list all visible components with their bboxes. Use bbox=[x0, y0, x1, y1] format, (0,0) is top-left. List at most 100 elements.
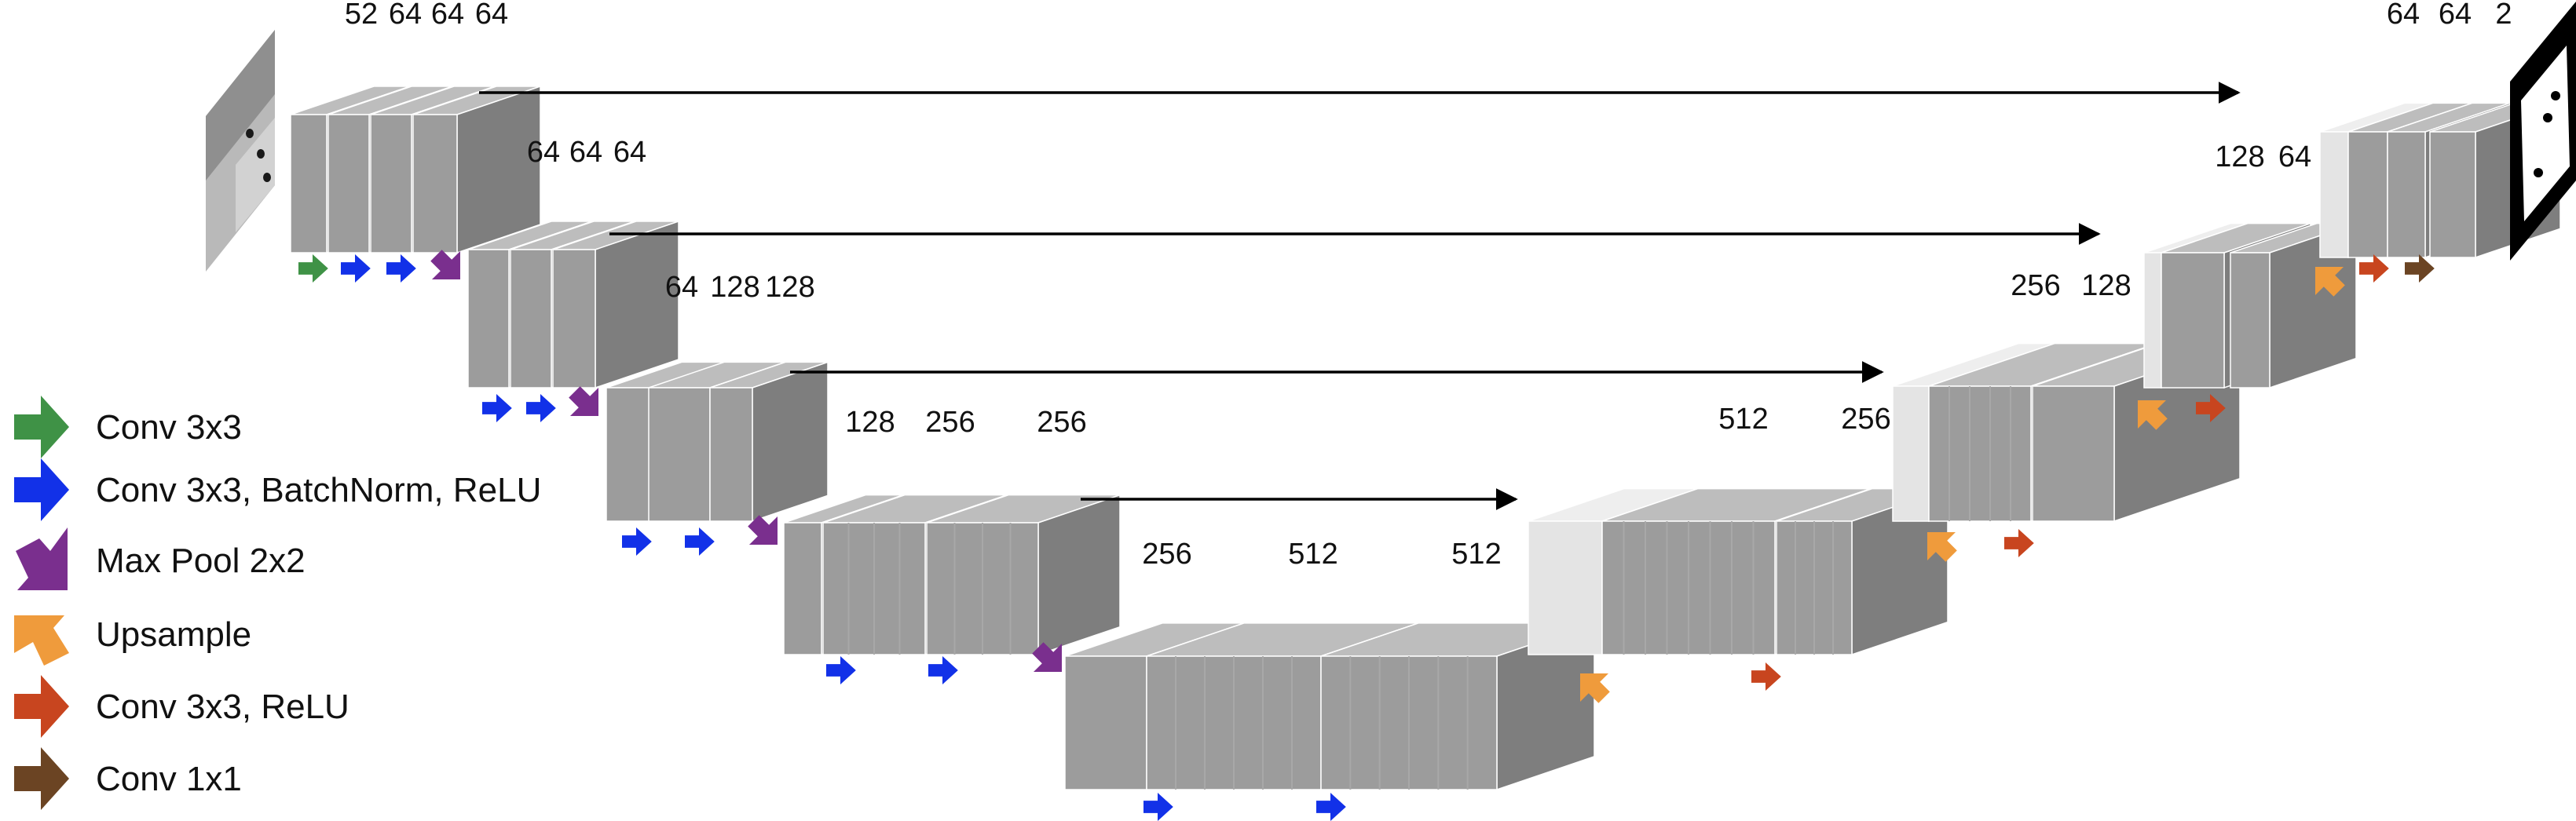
channel-count-label: 64 bbox=[2439, 0, 2472, 31]
feature-map-block bbox=[552, 220, 679, 389]
channel-count-label: 64 bbox=[527, 136, 560, 169]
operation-arrows bbox=[298, 250, 2435, 821]
feature-map-block bbox=[1776, 487, 1948, 656]
input-image-dark-region bbox=[206, 30, 275, 181]
legend-item: Conv 3x3 bbox=[14, 396, 242, 458]
feature-map-block bbox=[412, 85, 541, 254]
conv-bn-relu-arrow-icon bbox=[826, 656, 856, 684]
input-image bbox=[206, 30, 275, 272]
channel-count-label: 512 bbox=[1718, 403, 1768, 436]
legend-label: Max Pool 2x2 bbox=[96, 542, 306, 580]
block-side-face bbox=[456, 85, 541, 254]
block-side-face bbox=[752, 361, 829, 523]
legend-item: Conv 3x3, ReLU bbox=[14, 675, 349, 738]
channel-count-label: 64 bbox=[613, 136, 646, 169]
legend-label: Upsample bbox=[96, 615, 251, 654]
maxpool-arrow-icon bbox=[569, 386, 598, 416]
channel-count-label: 64 bbox=[389, 0, 422, 31]
channel-count-label: 128 bbox=[765, 271, 814, 304]
feature-map-block bbox=[926, 494, 1121, 656]
channel-count-label: 256 bbox=[2011, 269, 2060, 302]
feature-map-block bbox=[1320, 622, 1595, 791]
block-front-face bbox=[1892, 385, 1930, 522]
block-front-face bbox=[783, 522, 822, 655]
conv-bn-relu-arrow-icon bbox=[1143, 793, 1173, 821]
channel-count-label: 64 bbox=[2387, 0, 2420, 31]
block-front-face bbox=[327, 114, 370, 254]
block-front-face bbox=[1064, 655, 1147, 790]
upsample-arrow-icon bbox=[2138, 400, 2168, 430]
channel-count-label: 52 bbox=[345, 0, 378, 31]
block-front-face bbox=[709, 387, 753, 522]
maxpool-arrow-icon bbox=[430, 250, 460, 279]
conv-bn-relu-arrow-icon bbox=[386, 254, 416, 283]
block-front-face bbox=[467, 249, 510, 389]
upsample-arrow-icon bbox=[1580, 673, 1610, 703]
block-front-face bbox=[1928, 385, 2032, 522]
channel-count-label: 256 bbox=[1142, 538, 1191, 571]
block-front-face bbox=[412, 114, 458, 254]
io-images bbox=[206, 2, 2576, 272]
block-front-face bbox=[552, 249, 596, 389]
channel-count-label: 64 bbox=[665, 271, 698, 304]
block-front-face bbox=[2230, 252, 2270, 389]
block-front-face bbox=[606, 387, 651, 522]
legend-item: Conv 1x1 bbox=[14, 747, 242, 810]
maxpool-legend-icon bbox=[16, 527, 68, 590]
block-front-face bbox=[2347, 131, 2388, 258]
channel-count-label: 128 bbox=[710, 271, 759, 304]
output-mask-hole bbox=[2551, 91, 2560, 100]
block-front-face bbox=[648, 387, 711, 522]
legend-label: Conv 3x3, BatchNorm, ReLU bbox=[96, 471, 541, 509]
conv3x3-legend-icon bbox=[14, 396, 69, 458]
block-front-face bbox=[2161, 252, 2225, 389]
legend-label: Conv 3x3 bbox=[96, 408, 242, 447]
channel-count-label: 2 bbox=[2495, 0, 2512, 31]
conv-relu-arrow-icon bbox=[2359, 254, 2389, 283]
conv-bn-relu-arrow-icon bbox=[526, 394, 556, 422]
upsample-legend-icon bbox=[14, 615, 69, 666]
channel-count-label: 256 bbox=[1037, 406, 1086, 439]
legend-item: Max Pool 2x2 bbox=[16, 527, 306, 590]
channel-count-label: 128 bbox=[845, 406, 895, 439]
block-front-face bbox=[2143, 252, 2162, 389]
conv-relu-arrow-icon bbox=[2004, 529, 2034, 557]
conv-relu-arrow-icon bbox=[2196, 394, 2226, 422]
input-image-speck bbox=[263, 173, 271, 182]
conv-bn-relu-arrow-icon bbox=[685, 527, 715, 556]
block-front-face bbox=[2429, 131, 2476, 258]
conv-bn-relu-legend-icon bbox=[14, 458, 69, 521]
block-side-face bbox=[1037, 494, 1121, 656]
channel-count-label: 64 bbox=[475, 0, 508, 31]
channel-count-label: 128 bbox=[2215, 140, 2264, 173]
input-image-speck bbox=[257, 149, 265, 159]
conv-bn-relu-arrow-icon bbox=[1316, 793, 1346, 821]
legend-label: Conv 3x3, ReLU bbox=[96, 688, 349, 726]
channel-count-label: 256 bbox=[1841, 403, 1890, 436]
channel-count-label: 128 bbox=[2081, 269, 2131, 302]
maxpool-arrow-icon bbox=[1032, 642, 1062, 672]
channel-count-label: 512 bbox=[1451, 538, 1501, 571]
block-front-face bbox=[510, 249, 552, 389]
conv-bn-relu-arrow-icon bbox=[928, 656, 958, 684]
feature-map-blocks bbox=[290, 85, 2561, 791]
legend-item: Conv 3x3, BatchNorm, ReLU bbox=[14, 458, 541, 521]
block-side-face bbox=[595, 220, 679, 389]
output-mask bbox=[2510, 2, 2576, 261]
channel-count-label: 64 bbox=[431, 0, 464, 31]
upsample-arrow-icon bbox=[2315, 267, 2345, 297]
conv1x1-arrow-icon bbox=[2405, 254, 2435, 283]
upsample-arrow-icon bbox=[1927, 532, 1957, 562]
conv-relu-legend-icon bbox=[14, 675, 69, 738]
channel-count-label: 256 bbox=[925, 406, 975, 439]
output-mask-hole bbox=[2543, 113, 2552, 122]
block-front-face bbox=[2387, 131, 2426, 258]
conv-bn-relu-arrow-icon bbox=[482, 394, 512, 422]
block-front-face bbox=[2319, 131, 2349, 258]
channel-count-label: 512 bbox=[1288, 538, 1337, 571]
conv-relu-arrow-icon bbox=[1751, 662, 1781, 691]
channel-count-label: 64 bbox=[2278, 140, 2311, 173]
input-image-light-region bbox=[236, 118, 275, 232]
